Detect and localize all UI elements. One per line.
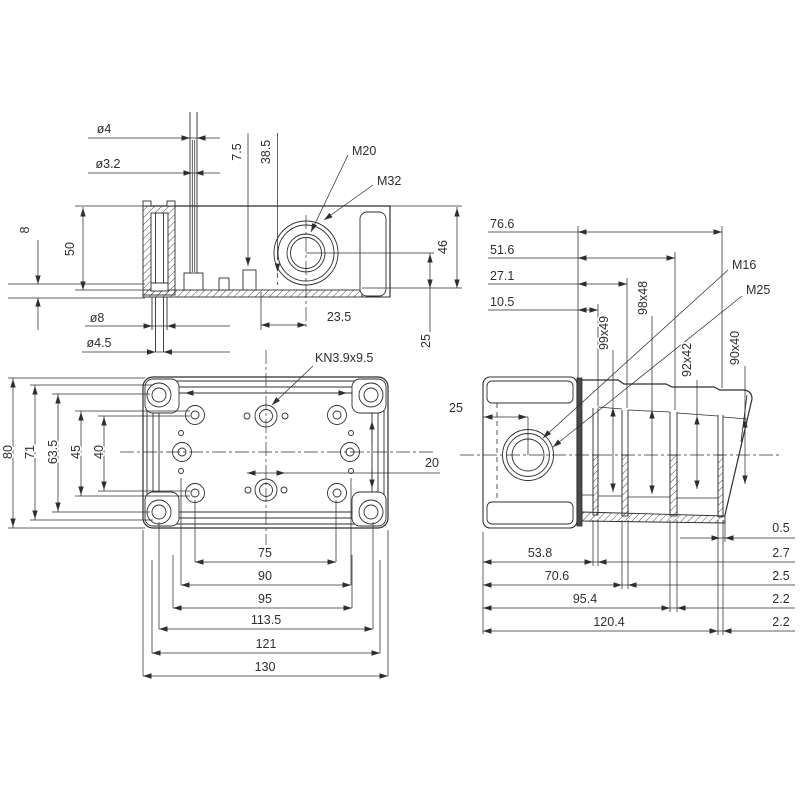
dim-75: 75 [258, 546, 272, 560]
dim-t-0-5: 0.5 [772, 521, 789, 535]
side-section-view: ø4 ø3.2 50 8 ø8 ø4.5 7.5 38.5 M20 M32 23… [8, 112, 462, 355]
dim-51-6: 51.6 [490, 243, 514, 257]
dim-t-2-7: 2.7 [772, 546, 789, 560]
dim-height-80: 80 [1, 445, 15, 459]
dim-counterbore: ø8 [90, 311, 105, 325]
callout-m32: M32 [377, 174, 401, 188]
callout-knockout: KN3.9x9.5 [315, 351, 373, 365]
bottom-plan-view: 80 71 63.5 45 40 KN3.9x9.5 20 75 90 95 1… [0, 350, 440, 679]
dim-53-8: 53.8 [528, 546, 552, 560]
side-gland-hole [273, 215, 434, 330]
dim-121: 121 [256, 637, 277, 651]
dim-10-5: 10.5 [490, 295, 514, 309]
plan-dimension-labels: 80 71 63.5 45 40 KN3.9x9.5 20 75 90 95 1… [0, 350, 440, 676]
plan-dimension-lines [8, 365, 440, 679]
callout-m16: M16 [732, 258, 756, 272]
end-dimension-labels: 25 76.6 51.6 27.1 10.5 99x49 98x48 92x42… [448, 216, 792, 631]
side-dimension-labels: ø4 ø3.2 50 8 ø8 ø4.5 7.5 38.5 M20 M32 23… [17, 121, 452, 352]
dim-120-4: 120.4 [593, 615, 624, 629]
dim-95-4: 95.4 [573, 592, 597, 606]
dim-screws-63-5: 63.5 [46, 440, 60, 464]
dim-t-2-2b: 2.2 [772, 615, 789, 629]
dim-rod-od: ø4 [97, 122, 112, 136]
dim-76-6: 76.6 [490, 217, 514, 231]
dim-depth: 38.5 [259, 140, 273, 164]
dim-130: 130 [255, 660, 276, 674]
dim-sect-99x49: 99x49 [597, 316, 611, 350]
dim-inner-71: 71 [23, 445, 37, 459]
dim-sect-92x42: 92x42 [680, 343, 694, 377]
dim-screw-hole: ø4.5 [86, 336, 111, 350]
dim-row-45: 45 [69, 445, 83, 459]
dim-end-height: 46 [436, 240, 450, 254]
end-section-view: 25 76.6 51.6 27.1 10.5 99x49 98x48 92x42… [448, 216, 795, 635]
dim-row-40: 40 [92, 445, 106, 459]
dim-70-6: 70.6 [545, 569, 569, 583]
callout-m20: M20 [352, 144, 376, 158]
dim-t-2-5: 2.5 [772, 569, 789, 583]
plan-linework [120, 350, 434, 545]
dim-27-1: 27.1 [490, 269, 514, 283]
dim-gland-offset-25: 25 [449, 401, 463, 415]
side-section-linework [142, 112, 391, 352]
dim-boss-height: 7.5 [230, 143, 244, 160]
dim-gland-x: 23.5 [327, 310, 351, 324]
dim-pitch-20: 20 [425, 456, 439, 470]
dim-gland-y: 25 [419, 334, 433, 348]
dim-t-2-2a: 2.2 [772, 592, 789, 606]
dim-113-5: 113.5 [251, 613, 281, 627]
side-dimension-lines [8, 133, 462, 355]
dim-95: 95 [258, 592, 272, 606]
end-dimension-lines [482, 226, 795, 635]
dim-flange-thickness: 8 [18, 226, 32, 233]
callout-m25: M25 [746, 283, 770, 297]
dim-rod-id: ø3.2 [95, 157, 120, 171]
dim-sect-98x48: 98x48 [636, 281, 650, 315]
dim-sect-90x40: 90x40 [728, 331, 742, 365]
dim-90: 90 [258, 569, 272, 583]
end-linework [460, 376, 782, 529]
dim-post-height: 50 [63, 242, 77, 256]
